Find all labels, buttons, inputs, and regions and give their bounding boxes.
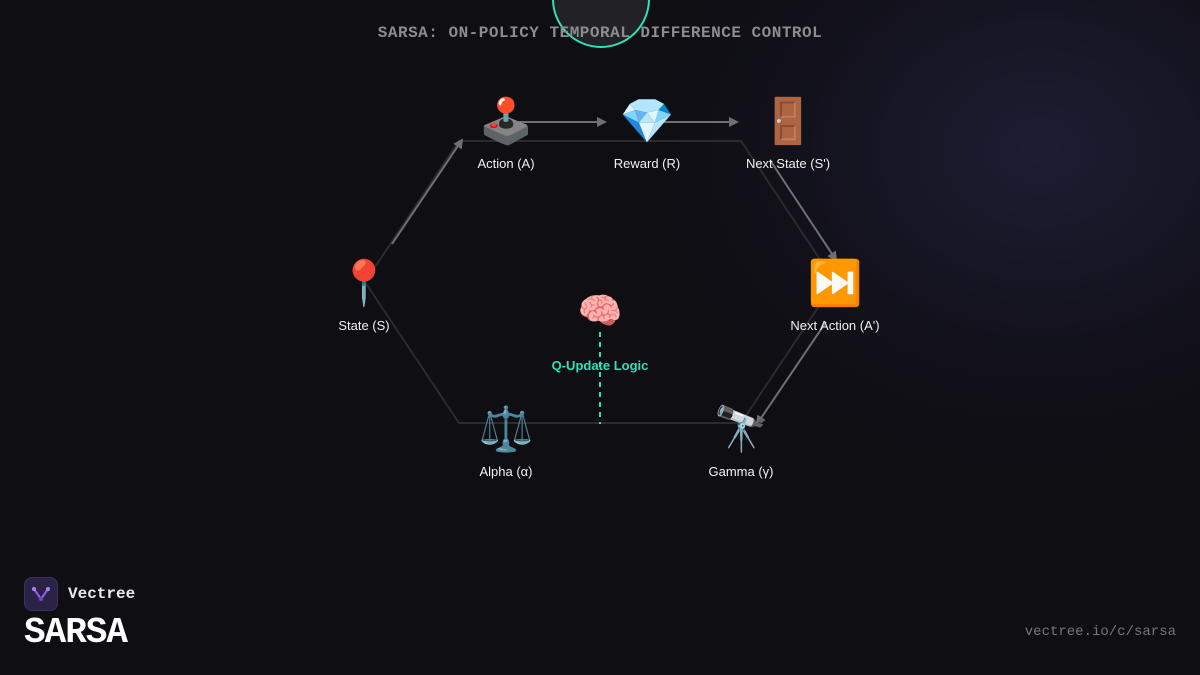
node-next-state-label: Next State (S') xyxy=(745,156,831,171)
vectree-logo-icon xyxy=(24,577,58,611)
node-gamma: 🔭 Gamma (γ) xyxy=(671,404,811,479)
pin-icon: 📍 xyxy=(336,258,392,309)
brain-icon: 🧠 xyxy=(577,291,623,332)
edge-next-state-to-next-action xyxy=(769,159,838,262)
brand-name: Vectree xyxy=(68,585,136,603)
diagram-title: SARSA: ON-POLICY TEMPORAL DIFFERENCE CON… xyxy=(377,24,823,42)
node-alpha: ⚖️ Alpha (α) xyxy=(436,404,576,479)
node-alpha-label: Alpha (α) xyxy=(479,464,533,479)
node-next-action: ⏭️ Next Action (A') xyxy=(765,258,905,333)
node-q-update-label: Q-Update Logic xyxy=(551,358,649,373)
joystick-icon: 🕹️ xyxy=(478,96,534,147)
brand: Vectree xyxy=(24,577,135,611)
node-action: 🕹️ Action (A) xyxy=(436,96,576,171)
door-icon: 🚪 xyxy=(760,96,816,147)
telescope-icon: 🔭 xyxy=(713,404,769,455)
edge-state-to-action xyxy=(391,138,464,245)
source-url[interactable]: vectree.io/c/sarsa xyxy=(1024,624,1176,640)
node-state: 📍 State (S) xyxy=(294,258,434,333)
node-reward: 💎 Reward (R) xyxy=(577,96,717,171)
node-next-action-label: Next Action (A') xyxy=(790,318,880,333)
cycle-hexagon xyxy=(363,140,837,424)
node-next-state: 🚪 Next State (S') xyxy=(718,96,858,171)
node-gamma-label: Gamma (γ) xyxy=(708,464,774,479)
node-action-label: Action (A) xyxy=(477,156,535,171)
node-state-label: State (S) xyxy=(338,318,390,333)
edge-next-action-to-gamma xyxy=(755,321,827,426)
scales-icon: ⚖️ xyxy=(478,404,534,455)
gem-icon: 💎 xyxy=(619,96,675,147)
node-q-update: 🧠 Q-Update Logic xyxy=(530,291,670,374)
page-title: SARSA xyxy=(24,612,128,653)
next-track-icon: ⏭️ xyxy=(807,258,863,309)
node-reward-label: Reward (R) xyxy=(613,156,681,171)
